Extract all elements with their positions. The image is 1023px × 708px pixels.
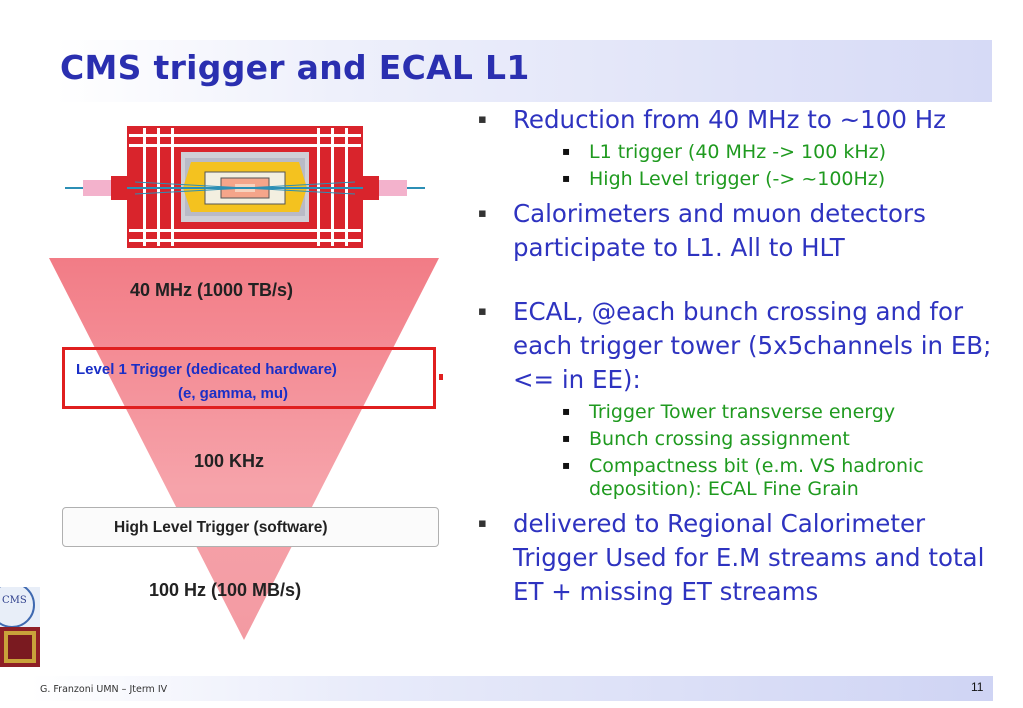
page-number: 11: [971, 680, 984, 694]
funnel-triangle: [49, 258, 439, 640]
sub-bullet-list: L1 trigger (40 MHz -> 100 kHz) High Leve…: [513, 140, 998, 191]
title-bar: [55, 40, 992, 102]
bullet-reduction: Reduction from 40 MHz to ~100 Hz L1 trig…: [478, 103, 998, 191]
level1-trigger-particles: (e, gamma, mu): [178, 385, 289, 402]
level1-trigger-label: Level 1 Trigger (dedicated hardware): [76, 361, 337, 378]
cms-detector-icon: [65, 126, 425, 248]
cms-logo-text: CMS: [2, 595, 27, 606]
bullet-ecal: ECAL, @each bunch crossing and for each …: [478, 295, 998, 501]
bullet-text: ECAL, @each bunch crossing and for each …: [513, 297, 992, 394]
level1-trigger-box: [62, 347, 436, 409]
bullet-text: Calorimeters and muon detectors particip…: [513, 199, 926, 262]
footer-author: G. Franzoni UMN – Jterm IV: [40, 684, 168, 695]
sub-bullet-list: Trigger Tower transverse energy Bunch cr…: [513, 400, 998, 501]
footer-bar: [30, 676, 993, 701]
bullet-calorimeters: Calorimeters and muon detectors particip…: [478, 197, 998, 265]
sub-bullet: High Level trigger (-> ~100Hz): [513, 167, 998, 191]
sub-bullet: Compactness bit (e.m. VS hadronic deposi…: [513, 454, 998, 501]
hlt-label: High Level Trigger (software): [114, 519, 328, 536]
rate-100khz-label: 100 KHz: [194, 451, 265, 471]
cms-logo: CMS: [0, 587, 40, 667]
rate-100hz-label: 100 Hz (100 MB/s): [149, 580, 302, 600]
bullet-text: Reduction from 40 MHz to ~100 Hz: [513, 105, 946, 134]
sub-bullet: Trigger Tower transverse energy: [513, 400, 998, 424]
red-tick-mark: [439, 374, 443, 380]
trigger-funnel-figure: [49, 126, 443, 640]
bullet-delivered: delivered to Regional Calorimeter Trigge…: [478, 507, 998, 609]
rate-40mhz-label: 40 MHz (1000 TB/s): [130, 280, 294, 300]
bullet-list: Reduction from 40 MHz to ~100 Hz L1 trig…: [478, 103, 998, 609]
hlt-box: [62, 507, 439, 547]
bullet-text: delivered to Regional Calorimeter Trigge…: [513, 509, 985, 606]
slide-title: CMS trigger and ECAL L1: [60, 48, 530, 87]
sub-bullet: L1 trigger (40 MHz -> 100 kHz): [513, 140, 998, 164]
sub-bullet: Bunch crossing assignment: [513, 427, 998, 451]
